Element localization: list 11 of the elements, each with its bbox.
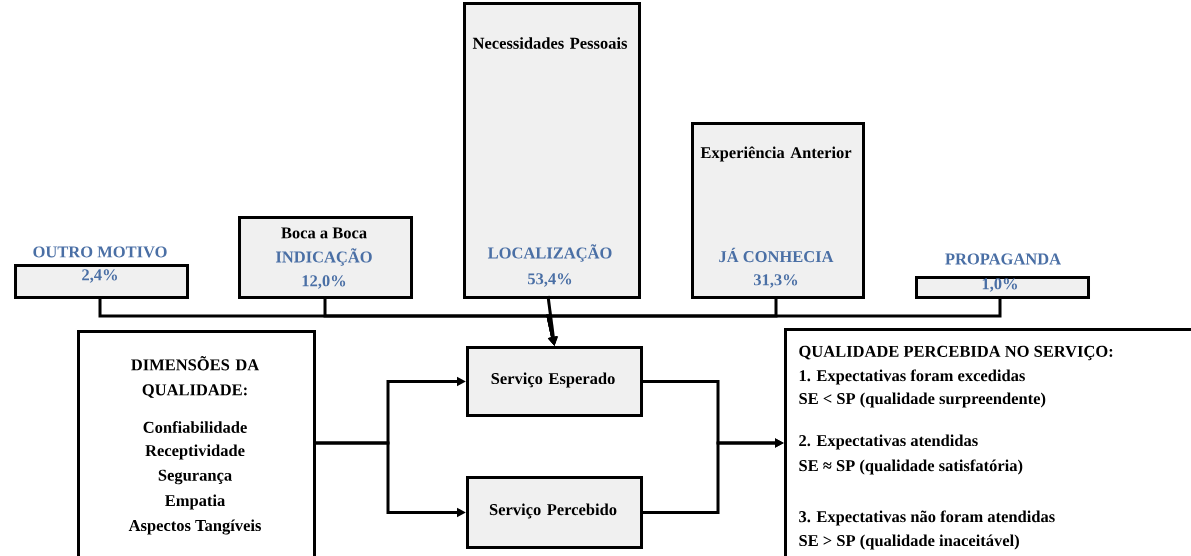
node-label: OUTRO MOTIVO <box>33 246 167 258</box>
source-box: Boca a Boca INDICAÇÃO 12,0% <box>238 216 413 299</box>
dimensions-box: DIMENSÕES DA QUALIDADE: Confiabilidade Receptividade Segurança Empatia Aspectos Tangíveis <box>77 330 316 556</box>
source-box: OUTRO MOTIVO 2,4% <box>14 246 189 299</box>
source-box: PROPAGANDA 1,0% <box>915 253 1090 299</box>
source-box: Experiência Anterior JÁ CONHECIA 31,3% <box>691 122 865 299</box>
quality-box: QUALIDADE PERCEBIDA NO SERVIÇO: 1. Expectativas foram excedidas SE < SP (qualidade surpreendente) 2. Expectativas atendidas SE ≈ SP (qualidade satisfatória) 3. Expectativas não foram atendidas SE > SP (qualidade inaceitável) <box>784 328 1191 556</box>
source-box: Necessidades Pessoais LOCALIZAÇÃO 53,4% <box>463 2 641 299</box>
service-box: Serviço Percebido <box>466 476 643 549</box>
service-box: Serviço Esperado <box>466 346 643 417</box>
node-label: PROPAGANDA <box>945 253 1061 265</box>
